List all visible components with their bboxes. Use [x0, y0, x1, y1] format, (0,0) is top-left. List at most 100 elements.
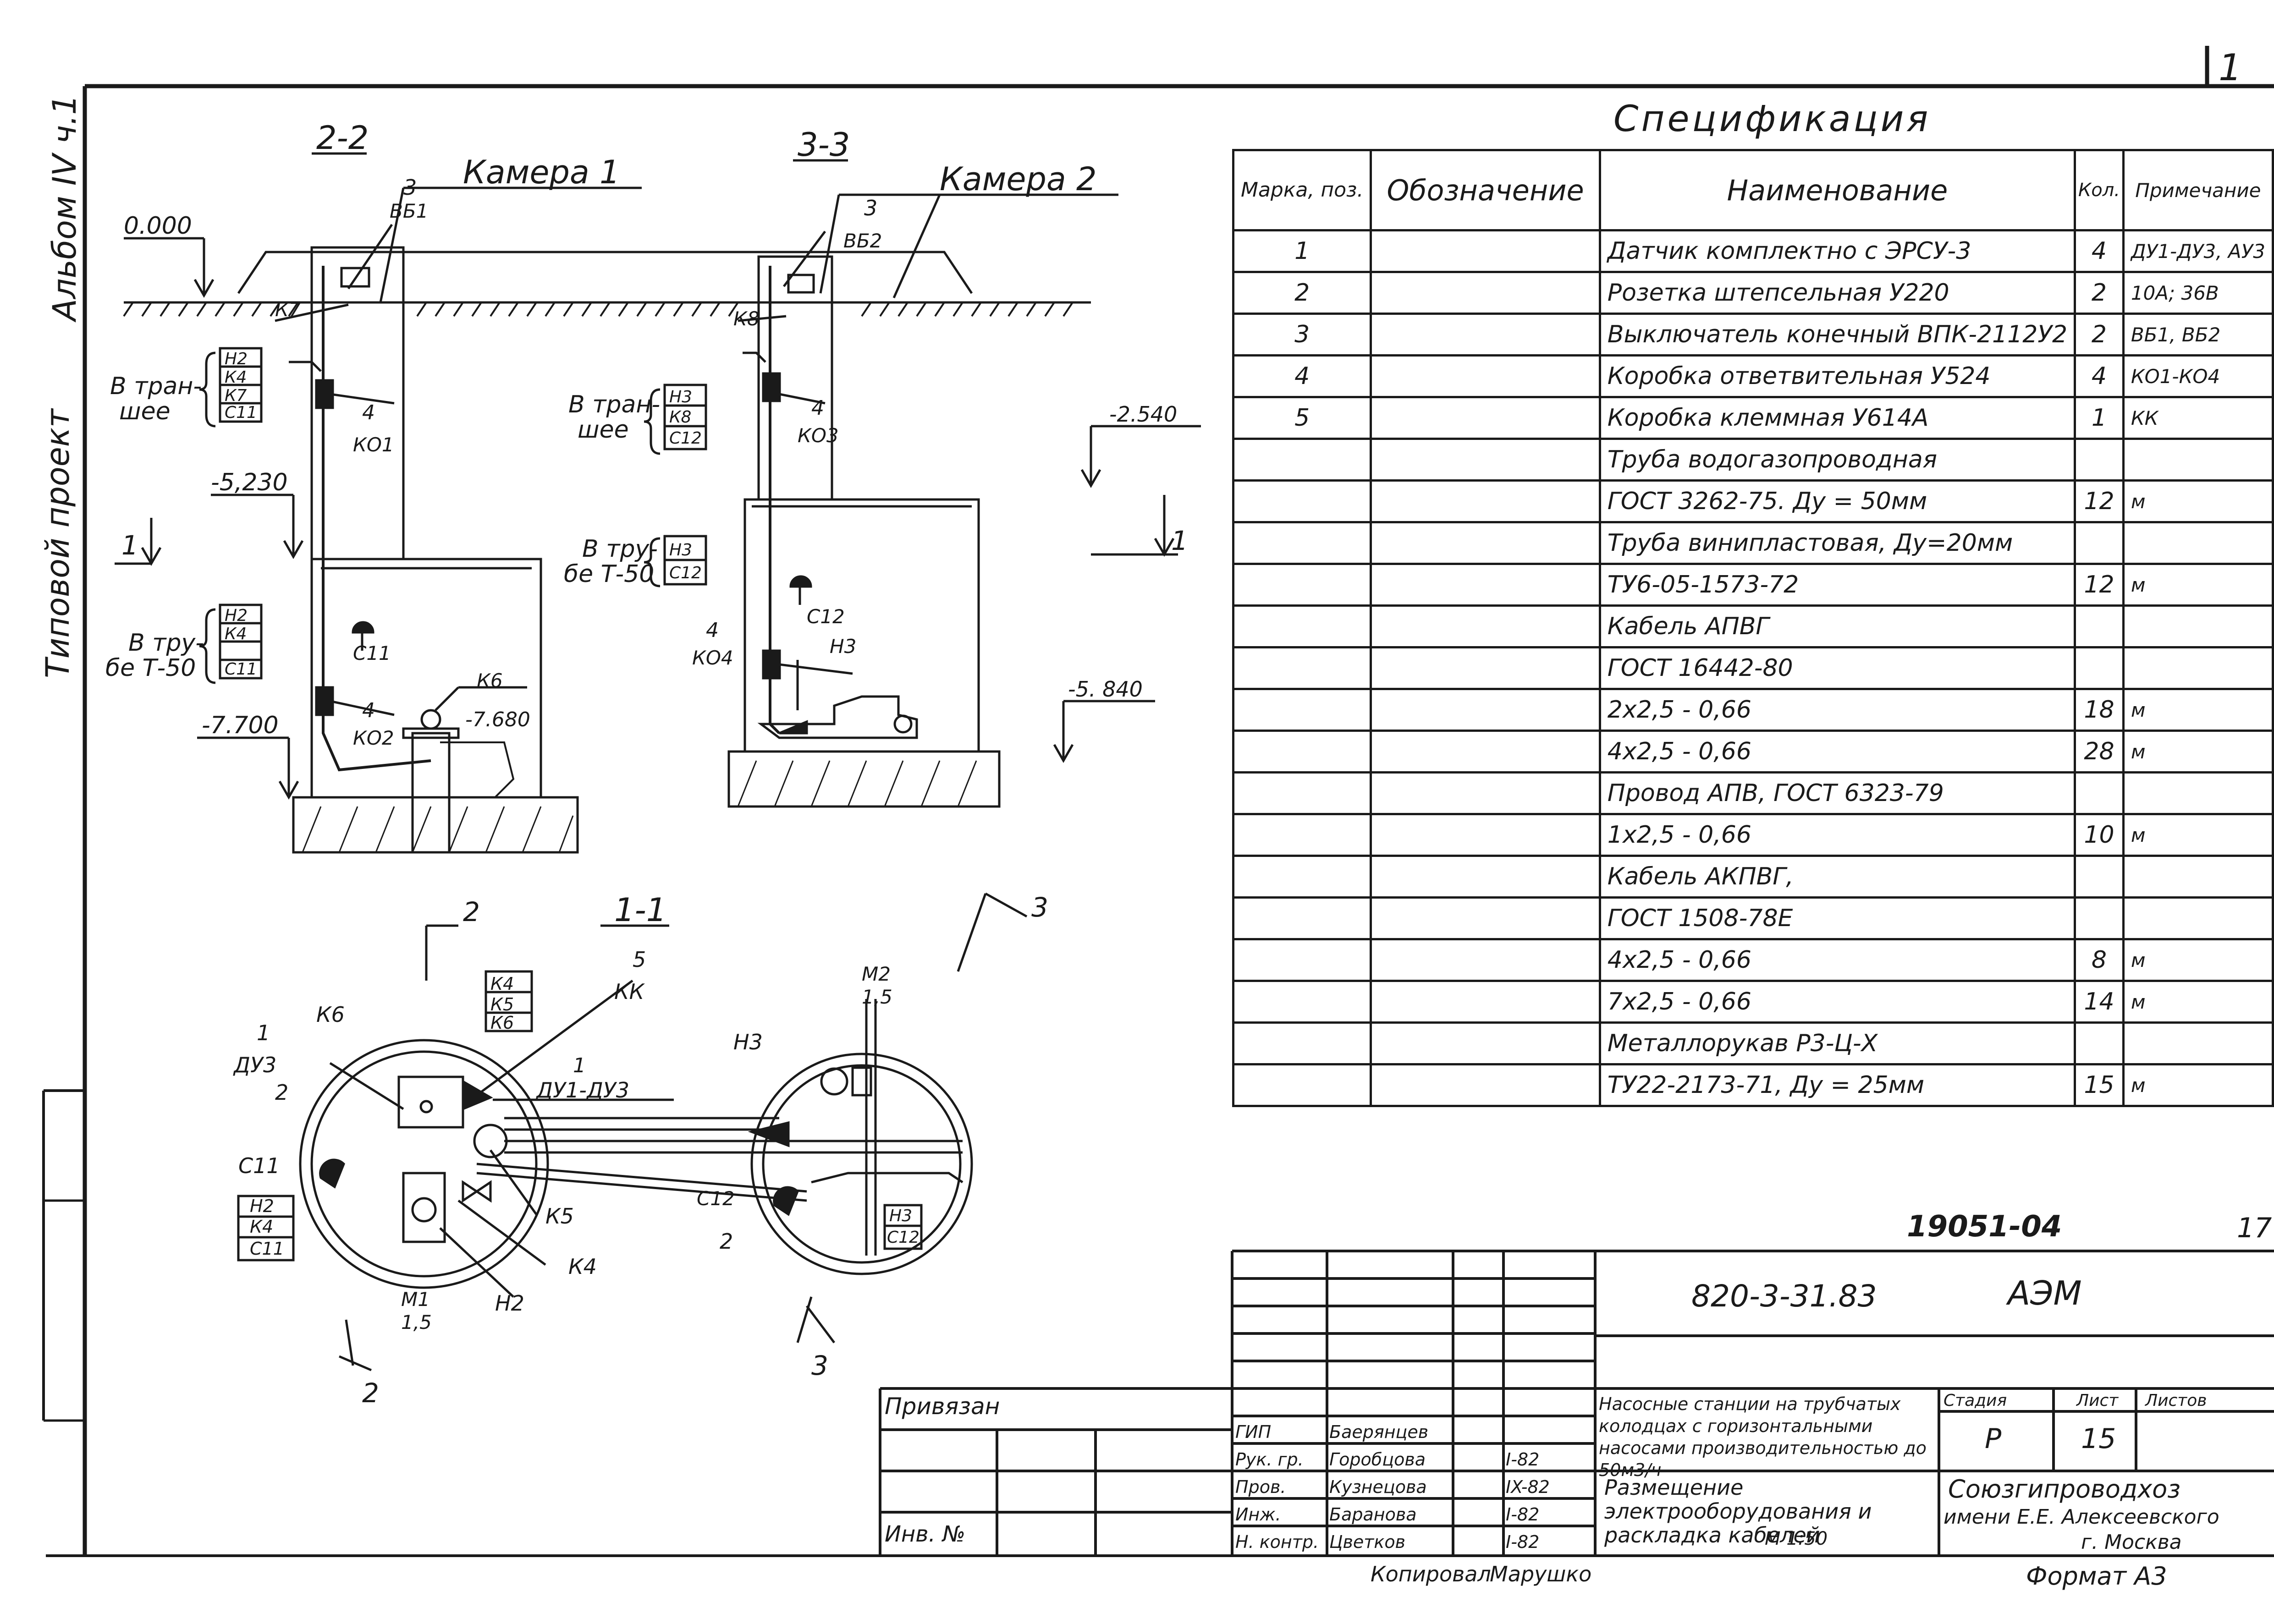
spec-cell-qty: [2074, 771, 2125, 815]
tag-1-b: 1: [573, 1054, 586, 1077]
spec-cell-name: ТУ6-05-1573-72: [1598, 563, 2076, 607]
tag-k6-b: К6: [316, 1002, 345, 1027]
spec-cell-qty: 2: [2074, 271, 2125, 315]
tag-2-b: 2: [720, 1229, 733, 1254]
tag-c11-d: С11: [238, 1153, 280, 1178]
spec-cell-note: [2122, 604, 2274, 648]
section-1-1-title: 1-1: [614, 891, 666, 929]
tag-k8-b: К8: [669, 408, 691, 427]
staff-name: Горобцова: [1329, 1449, 1426, 1470]
spec-cell-mark: [1232, 604, 1372, 648]
spec-cell-mark: [1232, 980, 1372, 1024]
header-mark: Марка, поз.: [1232, 149, 1372, 231]
spec-cell-designation: [1370, 396, 1601, 440]
spec-cell-qty: [2074, 646, 2125, 690]
tag-k5-b: К5: [545, 1204, 574, 1229]
spec-cell-note: [2122, 771, 2274, 815]
copier-name: Марушко: [1490, 1562, 1592, 1586]
spec-cell-name: Кабель АПВГ: [1598, 604, 2076, 648]
inventory-label: Инв. №: [885, 1521, 966, 1547]
spec-cell-mark: [1232, 730, 1372, 774]
section-1-1: [237, 892, 1028, 1372]
spec-cell-designation: [1370, 313, 1601, 357]
spec-cell-mark: 4: [1232, 354, 1372, 398]
spec-cell-note: м: [2122, 938, 2274, 982]
header-name: Наименование: [1598, 149, 2076, 231]
page-number: 17: [2237, 1212, 2272, 1244]
spec-cell-name: ГОСТ 1508-78Е: [1598, 896, 2076, 940]
spec-cell-designation: [1370, 1063, 1601, 1107]
spec-cell-mark: [1232, 646, 1372, 690]
spec-cell-name: Провод АПВ, ГОСТ 6323-79: [1598, 771, 2076, 815]
spec-cell-name: 2х2,5 - 0,66: [1598, 688, 2076, 732]
spec-cell-qty: 10: [2074, 813, 2125, 857]
spec-cell-designation: [1370, 730, 1601, 774]
spec-cell-name: 7х2,5 - 0,66: [1598, 980, 2076, 1024]
stage-header: Стадия: [1944, 1391, 2007, 1410]
spec-cell-note: КК: [2122, 396, 2274, 440]
tag-du1-du3: ДУ1-ДУ3: [535, 1078, 629, 1103]
tag-c11-a: С11: [225, 403, 257, 422]
spec-cell-mark: [1232, 438, 1372, 482]
spec-cell-qty: 15: [2074, 1063, 2125, 1107]
tag-c12-a: С12: [669, 429, 702, 448]
spec-cell-qty: 28: [2074, 730, 2125, 774]
section-3-marker-a: 3: [1031, 892, 1048, 923]
level-5840: -5. 840: [1068, 677, 1143, 702]
spec-cell-mark: [1232, 688, 1372, 732]
spec-cell-mark: 3: [1232, 313, 1372, 357]
tag-ko4: КО4: [692, 647, 733, 669]
spec-cell-note: м: [2122, 813, 2274, 857]
spec-cell-designation: [1370, 229, 1601, 273]
spec-cell-note: м: [2122, 980, 2274, 1024]
level-0000: 0.000: [124, 212, 192, 240]
inventory-number: 19051-04: [1907, 1210, 2062, 1244]
spec-cell-name: Коробка ответвительная У524: [1598, 354, 2076, 398]
tag-n2-b: Н2: [225, 606, 248, 625]
level-5230: -5,230: [211, 469, 288, 496]
spec-cell-name: Металлорукав Р3-Ц-Х: [1598, 1021, 2076, 1065]
spec-row: Труба водогазопроводная: [1232, 438, 2274, 482]
spec-cell-mark: [1232, 479, 1372, 523]
spec-cell-name: Коробка клеммная У614А: [1598, 396, 2076, 440]
spec-cell-note: м: [2122, 1063, 2274, 1107]
spec-cell-qty: 1: [2074, 396, 2125, 440]
tag-k6: К6: [477, 669, 503, 692]
level-7680: -7.680: [465, 708, 530, 731]
section-2-2: [115, 152, 1091, 854]
tag-m2: М2: [862, 963, 891, 985]
staff-role: Инж.: [1235, 1504, 1281, 1525]
spec-row: Кабель АКПВГ,: [1232, 855, 2274, 899]
tag-m1: М1: [401, 1288, 430, 1311]
spec-cell-name: Датчик комплектно с ЭРСУ-3: [1598, 229, 2076, 273]
spec-cell-qty: 8: [2074, 938, 2125, 982]
spec-cell-mark: [1232, 521, 1372, 565]
tag-n3-a: Н3: [669, 388, 692, 406]
spec-cell-designation: [1370, 938, 1601, 982]
spec-cell-qty: 4: [2074, 229, 2125, 273]
tag-n3-b: Н3: [669, 541, 692, 560]
spec-cell-mark: [1232, 1021, 1372, 1065]
spec-cell-designation: [1370, 980, 1601, 1024]
spec-cell-mark: [1232, 1063, 1372, 1107]
spec-row: Провод АПВ, ГОСТ 6323-79: [1232, 771, 2274, 815]
spec-cell-qty: 2: [2074, 313, 2125, 357]
tag-c12-e: С12: [887, 1228, 920, 1247]
document-part: АЭМ: [2008, 1274, 2082, 1312]
tag-m1-value: 1,5: [401, 1311, 432, 1333]
spec-row: ГОСТ 1508-78Е: [1232, 896, 2274, 940]
spec-cell-note: м: [2122, 688, 2274, 732]
spec-cell-note: [2122, 1021, 2274, 1065]
spec-cell-qty: [2074, 896, 2125, 940]
spec-cell-name: Розетка штепсельная У220: [1598, 271, 2076, 315]
corner-sheet-number: 1: [2219, 46, 2242, 89]
spec-cell-note: КО1-КО4: [2122, 354, 2274, 398]
organization-line-3: г. Москва: [2081, 1531, 2182, 1554]
spec-cell-name: ГОСТ 3262-75. Ду = 50мм: [1598, 479, 2076, 523]
